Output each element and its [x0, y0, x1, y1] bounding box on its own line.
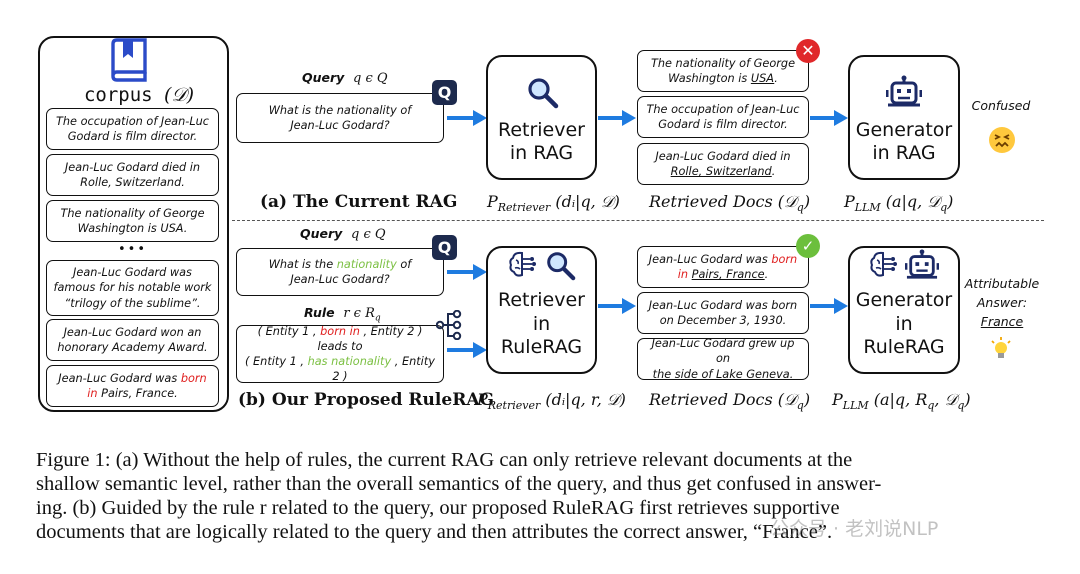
- corpus-ellipsis: •••: [117, 242, 147, 257]
- bottom-retriever-label: Retriever in RuleRAG: [497, 288, 585, 359]
- retriever-icons: [508, 249, 576, 281]
- arrow-icon: [598, 298, 636, 314]
- caption-line: shallow semantic level, rather than the …: [36, 473, 882, 495]
- generator-icons: [869, 249, 939, 281]
- bottom-generator-box: Generator in RuleRAG: [848, 246, 960, 374]
- top-outcome-label: Confused: [971, 98, 1031, 113]
- arrow-icon: [598, 110, 636, 126]
- caption-line: documents that are logically related to …: [36, 521, 833, 543]
- lightbulb-icon: [991, 337, 1011, 358]
- bottom-section-label: (b) Our Proposed RuleRAG: [238, 390, 495, 410]
- reject-icon: ✕: [796, 39, 820, 63]
- brain-icon: [508, 251, 536, 277]
- bottom-retriever-box: Retriever in RuleRAG: [486, 246, 597, 374]
- arrow-icon: [447, 110, 487, 126]
- top-generator-box: Generator in RAG: [848, 55, 960, 180]
- rule-box: ( Entity 1 , born in , Entity 2 ) leads …: [236, 325, 444, 383]
- arrow-icon: [810, 110, 848, 126]
- caption-line: Figure 1: (a) Without the help of rules,…: [36, 449, 853, 471]
- robot-icon: [886, 75, 922, 106]
- bottom-p-retriever: PRetriever (dᵢ|q, r, 𝒟): [477, 390, 626, 413]
- bottom-query-label: Query q ϵ Q: [300, 226, 386, 242]
- arrow-icon: [447, 342, 487, 358]
- book-icon: [111, 38, 147, 82]
- top-generator-label: Generator in RAG: [855, 118, 953, 165]
- arrow-icon: [447, 264, 487, 280]
- answer-text: France: [980, 314, 1024, 329]
- top-retriever-box: Retriever in RAG: [486, 55, 597, 180]
- rule-tree-icon: [436, 310, 462, 340]
- magnifier-icon: [527, 77, 558, 108]
- corpus-title: corpus (𝒟): [74, 84, 204, 106]
- bottom-generator-label: Generator in RuleRAG: [855, 288, 953, 359]
- corpus-title-math: (𝒟): [164, 84, 195, 106]
- corpus-panel: [38, 36, 229, 412]
- rule-label: Rule r ϵ Rq: [304, 305, 381, 324]
- magnifier-icon: [546, 251, 575, 281]
- bottom-retrieved-label: Retrieved Docs (𝒟q): [649, 390, 811, 413]
- figure-caption: Figure 1: (a) Without the help of rules,…: [36, 448, 1046, 544]
- top-retriever-label: Retriever in RAG: [497, 118, 585, 165]
- brain-icon: [870, 251, 897, 277]
- confused-emoji-icon: [989, 127, 1015, 153]
- top-p-retriever: PRetriever (dᵢ|q, 𝒟): [487, 192, 620, 215]
- top-section-label: (a) The Current RAG: [260, 192, 458, 212]
- accept-icon: ✓: [796, 234, 820, 258]
- top-retrieved-label: Retrieved Docs (𝒟q): [649, 192, 811, 215]
- top-p-llm: PLLM (a|q, 𝒟q): [844, 192, 954, 215]
- bottom-p-llm: PLLM (a|q, Rq, 𝒟q): [832, 390, 971, 413]
- section-divider: [232, 220, 1044, 221]
- corpus-title-text: corpus: [83, 84, 153, 106]
- robot-icon: [905, 249, 939, 279]
- top-query-label: Query q ϵ Q: [302, 70, 388, 86]
- query-badge-icon: Q: [432, 80, 457, 105]
- watermark: 公众号 · 老刘说NLP: [770, 518, 939, 540]
- query-badge-icon: Q: [432, 235, 457, 260]
- caption-line: ing. (b) Guided by the rule r related to…: [36, 497, 840, 519]
- arrow-icon: [810, 298, 848, 314]
